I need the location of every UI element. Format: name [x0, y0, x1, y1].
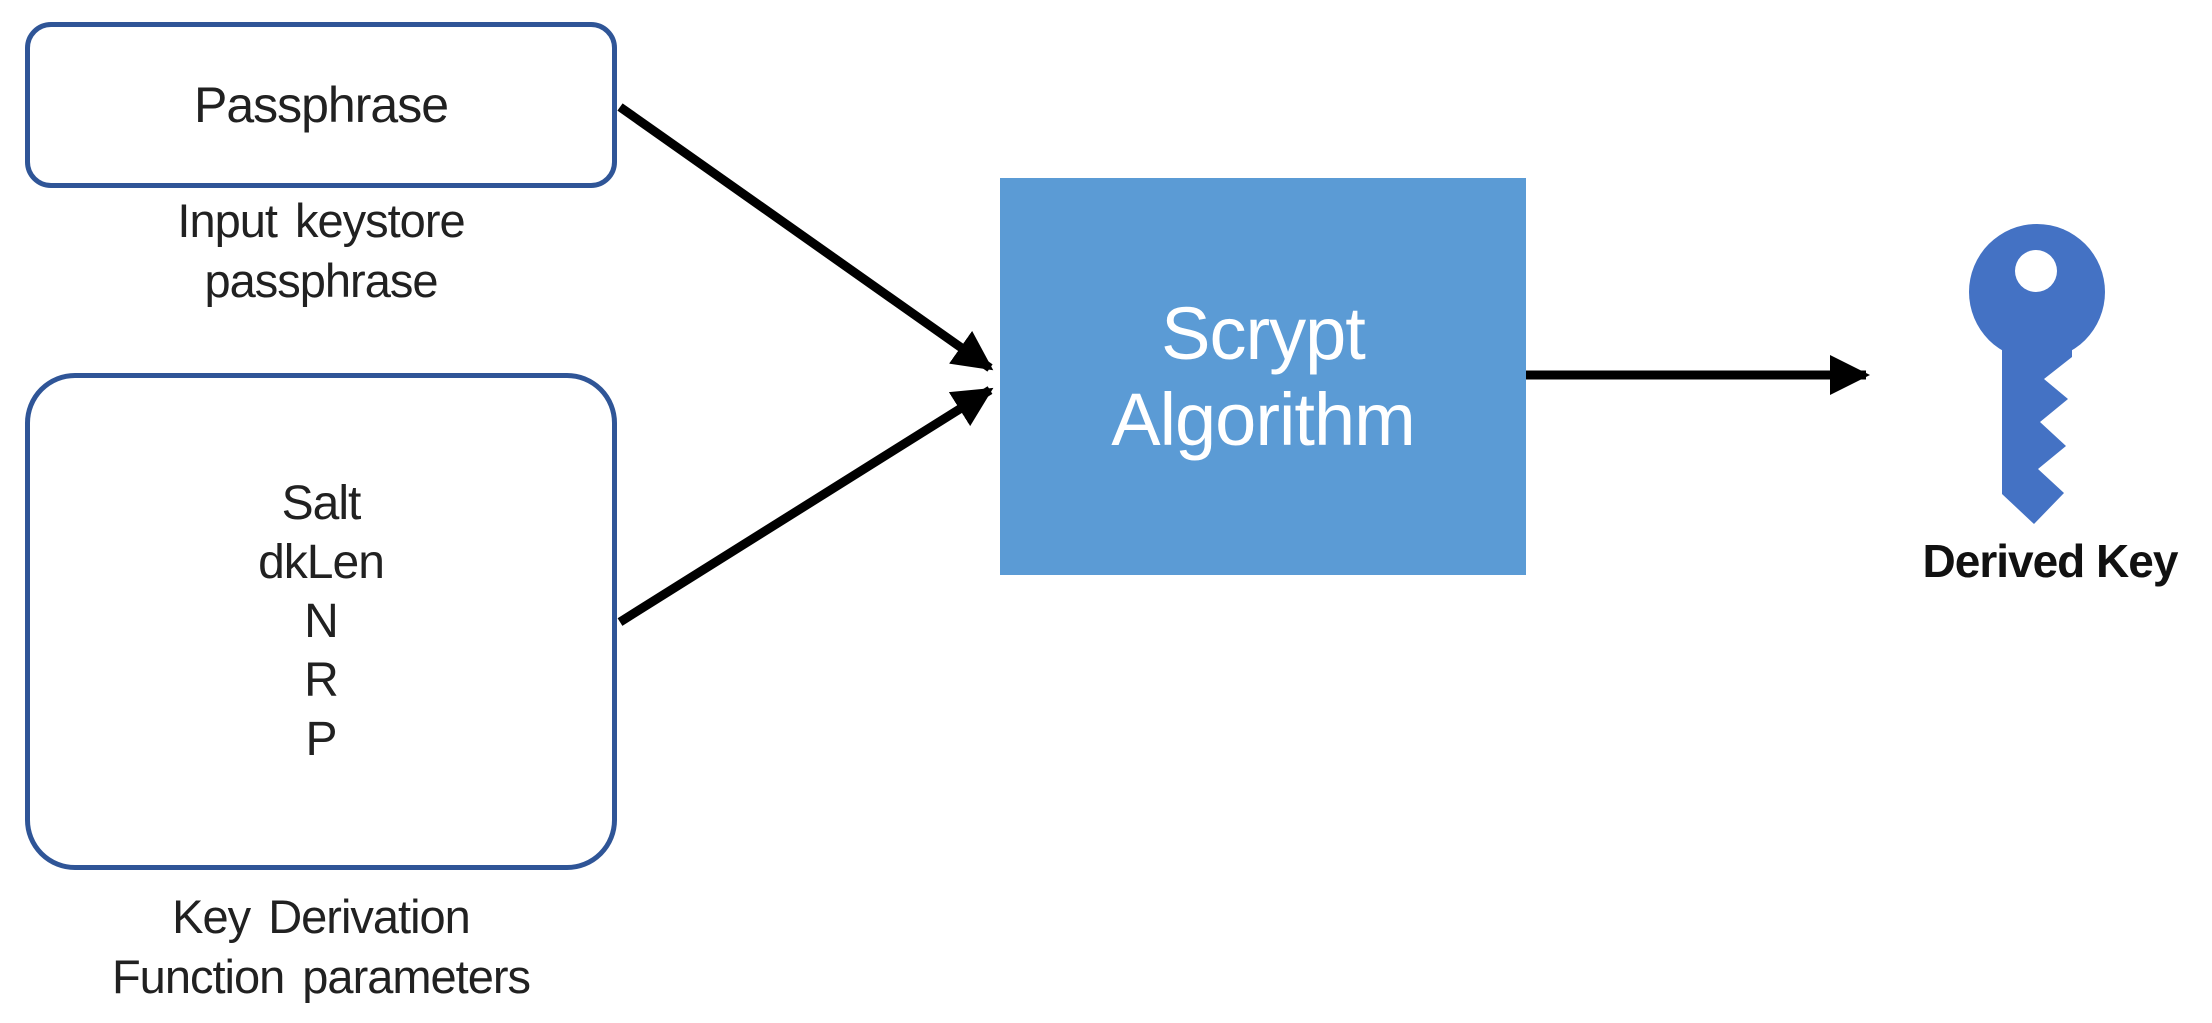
scrypt-algorithm-node: Scrypt Algorithm	[1000, 178, 1526, 575]
arrow-passphrase-to-scrypt	[617, 103, 994, 372]
derived-key-label: Derived Key	[1922, 535, 2179, 587]
kdf-param-dklen: dkLen	[258, 536, 385, 589]
passphrase-node-label: Passphrase	[193, 77, 449, 133]
kdf-caption-line2: Function parameters	[111, 950, 531, 1003]
scrypt-algorithm-label-line2: Algorithm	[1111, 377, 1416, 461]
kdf-parameters-node: Salt dkLen N R P	[25, 373, 617, 870]
kdf-param-r: R	[304, 654, 339, 707]
kdf-caption-line1: Key Derivation	[172, 890, 471, 943]
passphrase-node: Passphrase	[25, 22, 617, 188]
key-icon	[1969, 224, 2105, 524]
passphrase-caption: Input keystore passphrase	[25, 191, 617, 311]
scrypt-algorithm-label-line1: Scrypt	[1161, 291, 1366, 375]
passphrase-caption-line2: passphrase	[204, 254, 439, 307]
kdf-param-p: P	[305, 713, 337, 766]
kdf-param-salt: Salt	[281, 477, 362, 530]
kdf-caption: Key Derivation Function parameters	[25, 887, 617, 1007]
kdf-param-n: N	[304, 595, 339, 648]
passphrase-caption-line1: Input keystore	[177, 194, 465, 247]
arrow-kdf-to-scrypt	[617, 386, 994, 626]
